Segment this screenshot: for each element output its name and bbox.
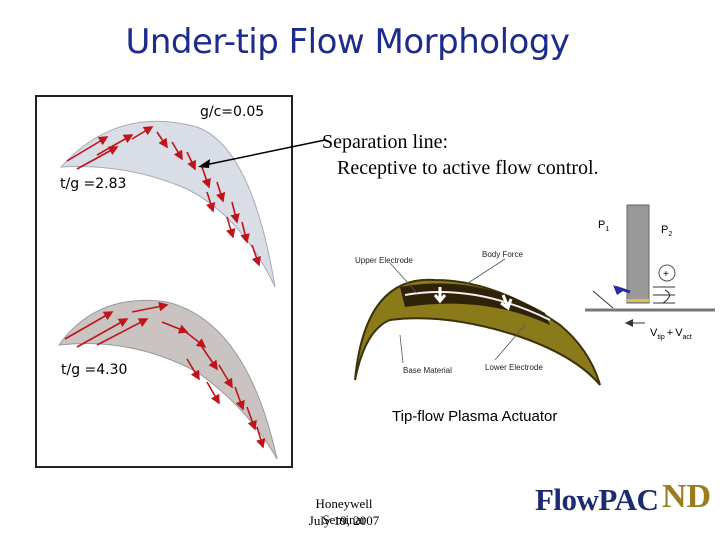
tg-label-bottom: t/g =4.30: [58, 362, 131, 378]
flow-arrows-bottom: [64, 301, 266, 449]
blade-top: [59, 120, 276, 288]
separation-line-note: Receptive to active flow control.: [337, 157, 599, 179]
blade-flow-visualizations: [57, 120, 278, 460]
plasma-actuator-diagram: Upper Electrode Body Force Base Material…: [354, 204, 715, 386]
body-force-label: Body Force: [482, 250, 523, 259]
logo-monogram: ND: [662, 478, 712, 515]
lower-electrode-label: Lower Electrode: [485, 363, 543, 372]
separation-line-title: Separation line:: [322, 131, 449, 153]
tg-label-top: t/g =2.83: [60, 176, 127, 192]
actuator-blade: [354, 278, 601, 386]
actuator-caption: Tip-flow Plasma Actuator: [392, 408, 558, 425]
p1-label: P1: [598, 219, 609, 233]
upper-electrode-label: Upper Electrode: [355, 256, 413, 265]
p2-label: P2: [661, 224, 672, 238]
actuator-dark-band: [400, 283, 550, 325]
footer-date: July 19, 2007: [308, 513, 380, 528]
velocity-label: Vtip+Vact: [650, 327, 692, 341]
flow-images-panel: [35, 95, 293, 468]
logo-text: FlowPAC: [535, 482, 659, 517]
slide-title: Under-tip Flow Morphology: [125, 22, 570, 62]
blade-bottom: [57, 299, 278, 460]
base-material-label: Base Material: [403, 366, 452, 375]
separation-pointer: [198, 139, 326, 168]
flow-arrows-top: [66, 126, 261, 267]
tip-block: [626, 204, 650, 304]
svg-text:+: +: [663, 269, 669, 280]
gc-ratio-label: g/c=0.05: [197, 104, 268, 120]
footer-seminar: Honeywell Seminar: [315, 496, 373, 527]
flowpac-logo: [523, 468, 720, 540]
